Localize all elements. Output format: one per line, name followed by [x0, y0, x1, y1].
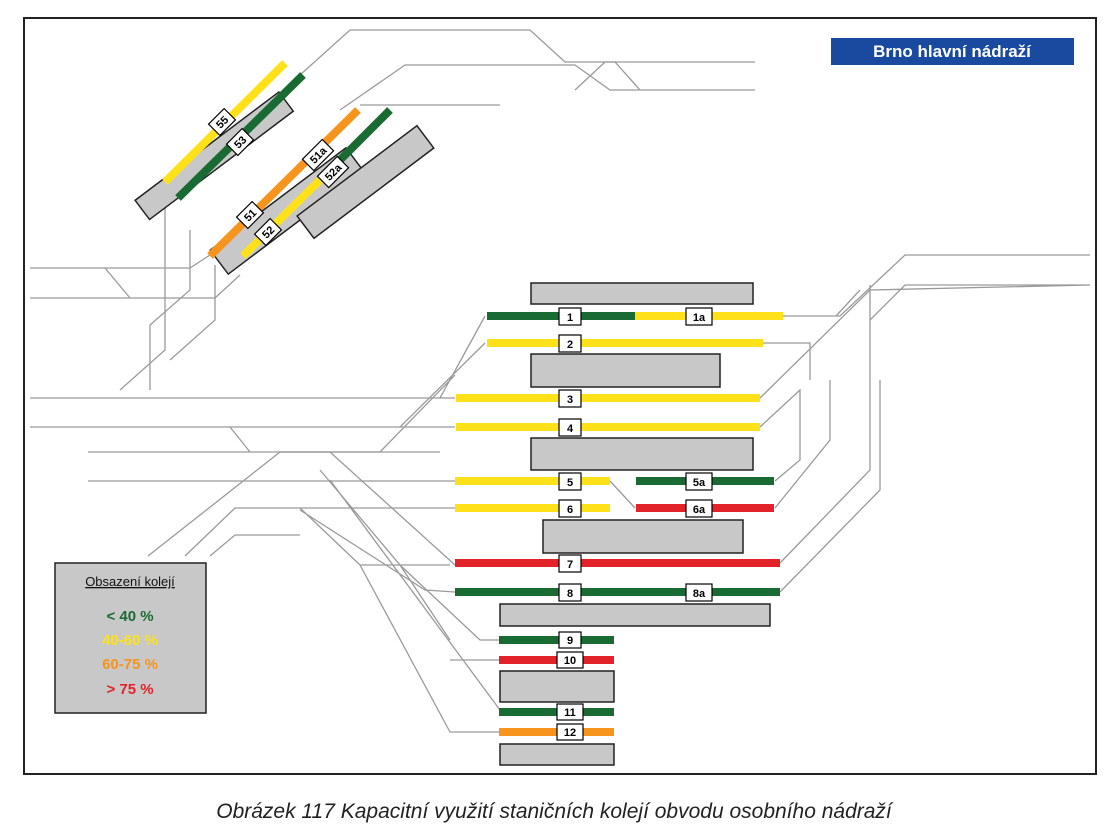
- svg-text:8: 8: [567, 588, 573, 600]
- label-7: 7: [558, 554, 582, 573]
- svg-text:12: 12: [564, 727, 576, 739]
- label-4: 4: [558, 418, 582, 437]
- svg-text:7: 7: [567, 559, 573, 571]
- label-55: 55: [207, 107, 237, 137]
- label-52: 52: [253, 217, 283, 247]
- label-8a: 8a: [685, 583, 713, 602]
- label-2: 2: [558, 334, 582, 353]
- label-51: 51: [235, 200, 265, 230]
- svg-text:5a: 5a: [693, 477, 706, 489]
- main-platforms: [499, 282, 771, 766]
- svg-text:10: 10: [564, 655, 576, 667]
- legend-item-lt40: < 40 %: [106, 608, 153, 625]
- platform: [542, 519, 744, 554]
- label-53: 53: [225, 127, 255, 157]
- legend-item-gt75: > 75 %: [106, 681, 153, 698]
- label-12: 12: [556, 723, 584, 741]
- main-tracks: [455, 312, 783, 736]
- track-labels: 1 1a 2 3 4 5 5a 6 6a 7 8 8a 9 10 11 12: [556, 307, 713, 741]
- legend: Obsazení kolejí < 40 % 40-60 % 60-75 % >…: [54, 562, 207, 714]
- svg-text:9: 9: [567, 635, 573, 647]
- station-title: Brno hlavní nádraží: [873, 42, 1032, 61]
- label-8: 8: [558, 583, 582, 602]
- svg-text:11: 11: [564, 707, 576, 719]
- figure-caption: Obrázek 117 Kapacitní využití staničních…: [216, 800, 892, 823]
- label-10: 10: [556, 651, 584, 669]
- track-lines: [30, 29, 1091, 733]
- label-3: 3: [558, 389, 582, 408]
- label-9: 9: [558, 631, 582, 649]
- svg-text:5: 5: [567, 477, 573, 489]
- platform: [530, 353, 721, 388]
- legend-title: Obsazení kolejí: [85, 574, 175, 589]
- label-6a: 6a: [685, 499, 713, 518]
- legend-item-60-75: 60-75 %: [102, 656, 158, 673]
- label-1: 1: [558, 307, 582, 326]
- label-11: 11: [556, 703, 584, 721]
- label-6: 6: [558, 499, 582, 518]
- legend-box: [54, 562, 207, 714]
- svg-text:1a: 1a: [693, 312, 706, 324]
- svg-text:2: 2: [567, 339, 573, 351]
- label-5: 5: [558, 472, 582, 491]
- title-box: [831, 38, 1074, 65]
- svg-text:6a: 6a: [693, 504, 706, 516]
- platform: [499, 670, 615, 703]
- track-52: [240, 175, 325, 259]
- svg-text:6: 6: [567, 504, 573, 516]
- platform: [530, 282, 754, 305]
- svg-text:4: 4: [567, 423, 574, 435]
- svg-text:3: 3: [567, 394, 573, 406]
- upper-labels: 55 53 51a 52a 51 52: [207, 107, 350, 247]
- platform: [296, 124, 435, 240]
- platform: [530, 437, 754, 471]
- track-51: [207, 107, 361, 259]
- platform: [499, 743, 615, 766]
- platform: [499, 603, 771, 627]
- svg-text:8a: 8a: [693, 588, 706, 600]
- legend-item-40-60: 40-60 %: [102, 632, 158, 649]
- label-1a: 1a: [685, 307, 713, 326]
- label-5a: 5a: [685, 472, 713, 491]
- svg-text:1: 1: [567, 312, 573, 324]
